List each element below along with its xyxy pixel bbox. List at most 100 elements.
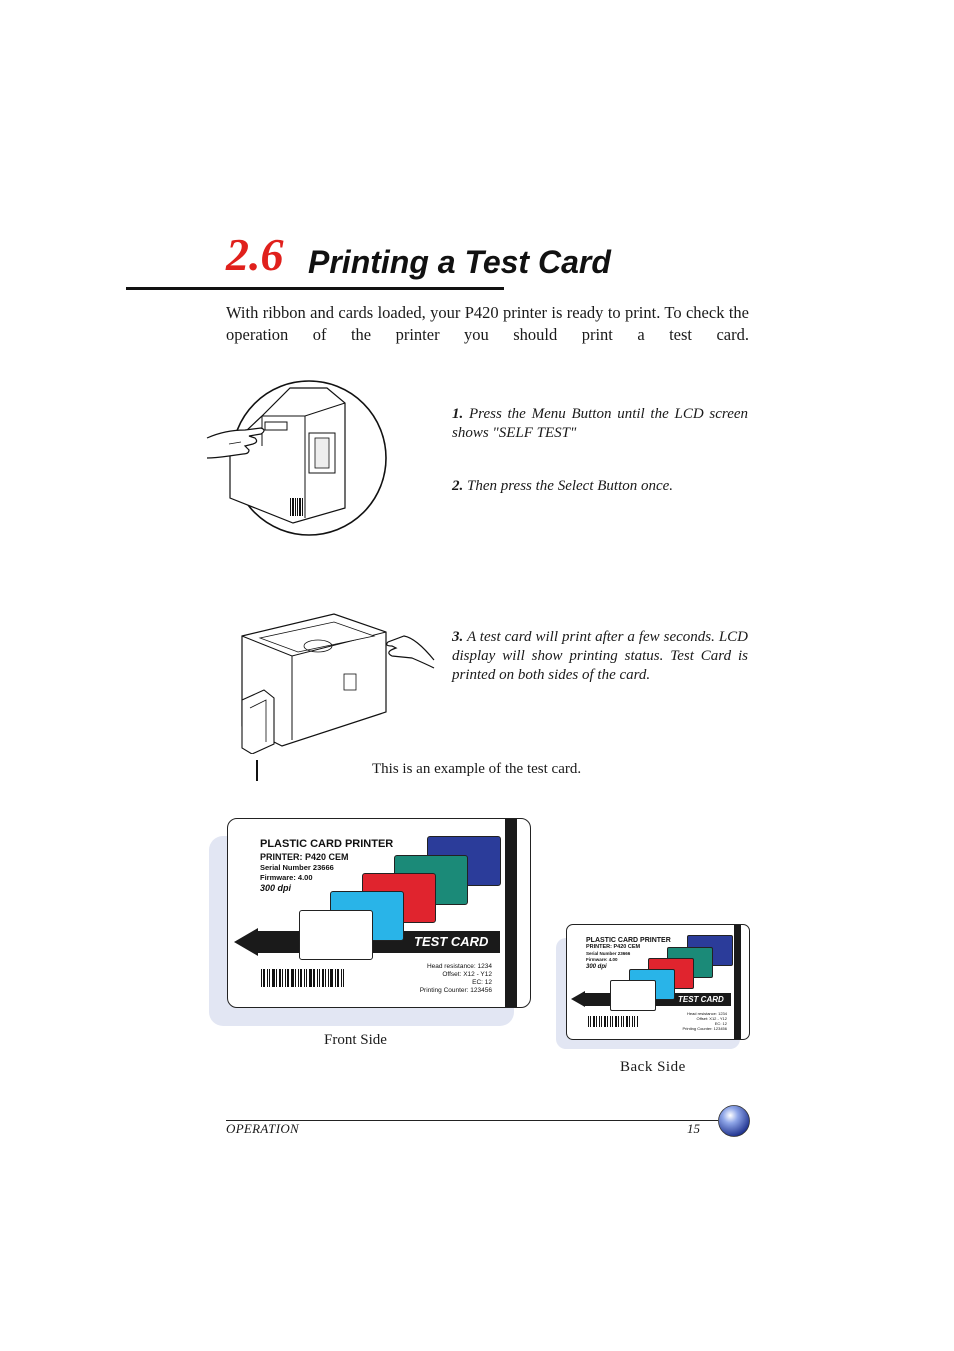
back-band-label: TEST CARD: [678, 995, 724, 1004]
barcode-bar: [319, 969, 320, 987]
barcode-bar: [623, 1016, 624, 1027]
barcode-bar: [621, 1016, 622, 1027]
step-2-text: Then press the Select Button once.: [467, 478, 674, 494]
barcode-bar: [306, 969, 307, 987]
barcode-bar: [285, 969, 286, 987]
band-label: TEST CARD: [414, 934, 489, 949]
step-1: 1. Press the Menu Button until the LCD s…: [452, 405, 748, 443]
barcode-bar: [269, 969, 270, 987]
caption-marker: [256, 760, 258, 781]
back-ec: EC: 12: [714, 1020, 727, 1026]
barcode-bar: [276, 969, 277, 987]
sphere-icon: [718, 1105, 750, 1137]
barcode-bar: [313, 969, 315, 987]
back-arrow-left-icon: [571, 991, 585, 1007]
front-barcode: [261, 969, 346, 987]
barcode-bar: [261, 969, 262, 987]
page-number: 15: [687, 1121, 700, 1136]
barcode-bar: [263, 969, 265, 987]
front-test-card: PLASTIC CARD PRINTER PRINTER: P420 CEM S…: [227, 818, 531, 1008]
back-card-firmware: Firmware: 4.00: [586, 957, 618, 962]
barcode-bar: [304, 969, 305, 987]
barcode-bar: [590, 1016, 591, 1027]
printer-button-illustration: [206, 380, 387, 536]
card-heading: PLASTIC CARD PRINTER: [260, 838, 394, 850]
section-title: Printing a Test Card: [308, 244, 611, 280]
intro-paragraph: With ribbon and cards loaded, your P420 …: [226, 303, 749, 344]
barcode-bar: [632, 1016, 633, 1027]
magnetic-stripe: [505, 819, 517, 1007]
barcode-bar: [335, 969, 336, 987]
step-2: 2. Then press the Select Button once.: [452, 477, 748, 496]
section-number: 2.6: [226, 229, 284, 280]
step-1-number: 1.: [452, 406, 464, 422]
barcode-bar: [626, 1016, 628, 1027]
barcode-bar: [629, 1016, 630, 1027]
back-card-dpi: 300 dpi: [586, 964, 607, 970]
head-resistance: Head resistance: 1234: [426, 963, 492, 970]
barcode-bar: [322, 969, 324, 987]
barcode-bar: [615, 1016, 617, 1027]
barcode-bar: [596, 1016, 597, 1027]
barcode-bar: [607, 1016, 608, 1027]
back-card-info-block: Head resistance: 1234 Offset: X12 - Y12 …: [682, 1011, 727, 1032]
card-info-block: Head resistance: 1234 Offset: X12 - Y12 …: [420, 963, 492, 995]
back-side-label: Back Side: [620, 1059, 686, 1075]
ec: EC: 12: [472, 978, 492, 986]
barcode-bar: [300, 969, 302, 987]
barcode-bar: [343, 969, 344, 987]
step-2-number: 2.: [452, 478, 464, 494]
barcode-bar: [588, 1016, 589, 1027]
barcode-bar: [618, 1016, 619, 1027]
step-1-text: Press the Menu Button until the LCD scre…: [452, 406, 749, 441]
step-3-text: A test card will print after a few secon…: [452, 629, 749, 683]
color-swatch-white: [299, 910, 373, 960]
back-head-resistance: Head resistance: 1234: [686, 1011, 727, 1016]
barcode-bar: [610, 1016, 611, 1027]
arrow-left-icon: [234, 928, 258, 956]
footer-rule: [226, 1120, 718, 1121]
barcode-bar: [282, 969, 283, 987]
barcode-bar: [637, 1016, 638, 1027]
back-card-serial: Serial Number 23666: [586, 951, 631, 956]
step-3: 3. A test card will print after a few se…: [452, 628, 748, 685]
title-rule: [126, 287, 504, 290]
footer-section-name: OPERATION: [226, 1121, 299, 1136]
card-serial: Serial Number 23666: [260, 863, 334, 872]
back-card-heading: PLASTIC CARD PRINTER: [586, 937, 671, 944]
barcode-bar: [298, 969, 299, 987]
barcode-bar: [612, 1016, 613, 1027]
barcode-bar: [328, 969, 329, 987]
card-firmware: Firmware: 4.00: [260, 873, 313, 882]
barcode-bar: [309, 969, 312, 987]
barcode-bar: [601, 1016, 602, 1027]
barcode-bar: [272, 969, 275, 987]
barcode-bar: [267, 969, 268, 987]
barcode-bar: [599, 1016, 600, 1027]
barcode-bar: [295, 969, 296, 987]
back-printing-counter: Printing Counter: 123456: [682, 1025, 727, 1031]
example-caption: This is an example of the test card.: [372, 761, 582, 777]
barcode-bar: [279, 969, 281, 987]
card-dpi: 300 dpi: [260, 883, 292, 893]
barcode-bar: [317, 969, 318, 987]
barcode-bar: [330, 969, 333, 987]
barcode-bar: [337, 969, 339, 987]
card-printer-model: PRINTER: P420 CEM: [260, 852, 349, 862]
barcode-bar: [341, 969, 342, 987]
printer-output-illustration: [241, 613, 435, 754]
back-offset: Offset: X12 - Y12: [696, 1015, 727, 1021]
printing-counter: Printing Counter: 123456: [419, 986, 492, 994]
barcode-bar: [325, 969, 326, 987]
back-color-swatch-white: [610, 980, 656, 1011]
barcode-bar: [287, 969, 289, 987]
back-card-printer-model: PRINTER: P420 CEM: [586, 944, 641, 950]
offset: Offset: X12 - Y12: [442, 970, 492, 978]
back-magnetic-stripe: [734, 925, 741, 1039]
barcode-bar: [291, 969, 294, 987]
barcode-bar: [593, 1016, 595, 1027]
barcode-bar: [604, 1016, 606, 1027]
barcode-bar: [634, 1016, 635, 1027]
front-side-label: Front Side: [324, 1032, 387, 1048]
back-barcode: [588, 1016, 639, 1027]
